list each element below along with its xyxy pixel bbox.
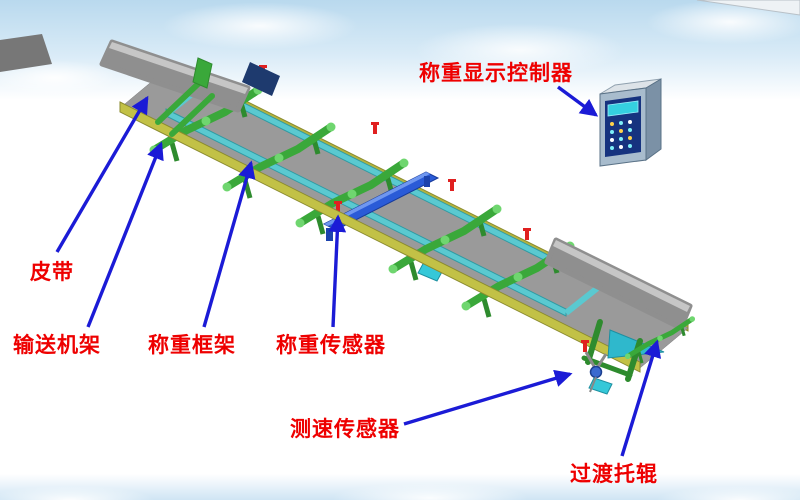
belt-section-left [99, 39, 280, 137]
controller-screen [607, 100, 639, 117]
label-conveyor-frame: 输送机架 [13, 334, 101, 357]
corner-fold [696, 0, 800, 16]
callout-arrows [55, 85, 662, 457]
speed-sensor-arrow [403, 369, 573, 426]
belt-end-bracket [242, 62, 280, 96]
speed-sensor-device [581, 340, 613, 395]
conveyor-frame-arrow [86, 141, 164, 328]
label-weighing-display-controller: 称重显示控制器 [419, 62, 573, 85]
label-load-cell: 称重传感器 [276, 334, 386, 357]
load-cell-arrow [328, 214, 347, 328]
belt-arrow [55, 95, 149, 253]
transition-idler-arrow [620, 339, 662, 457]
label-weighing-frame: 称重框架 [148, 334, 236, 357]
controller-arrow [556, 85, 599, 117]
speed-wheel [589, 365, 603, 379]
controller-box [599, 78, 662, 167]
label-transition-idler: 过渡托辊 [570, 463, 658, 486]
weighing-frame-arrow [202, 160, 256, 328]
controller-keypad [610, 120, 632, 150]
label-speed-sensor: 测速传感器 [290, 418, 400, 441]
label-belt: 皮带 [30, 261, 74, 284]
belt-tail-left [0, 34, 52, 72]
